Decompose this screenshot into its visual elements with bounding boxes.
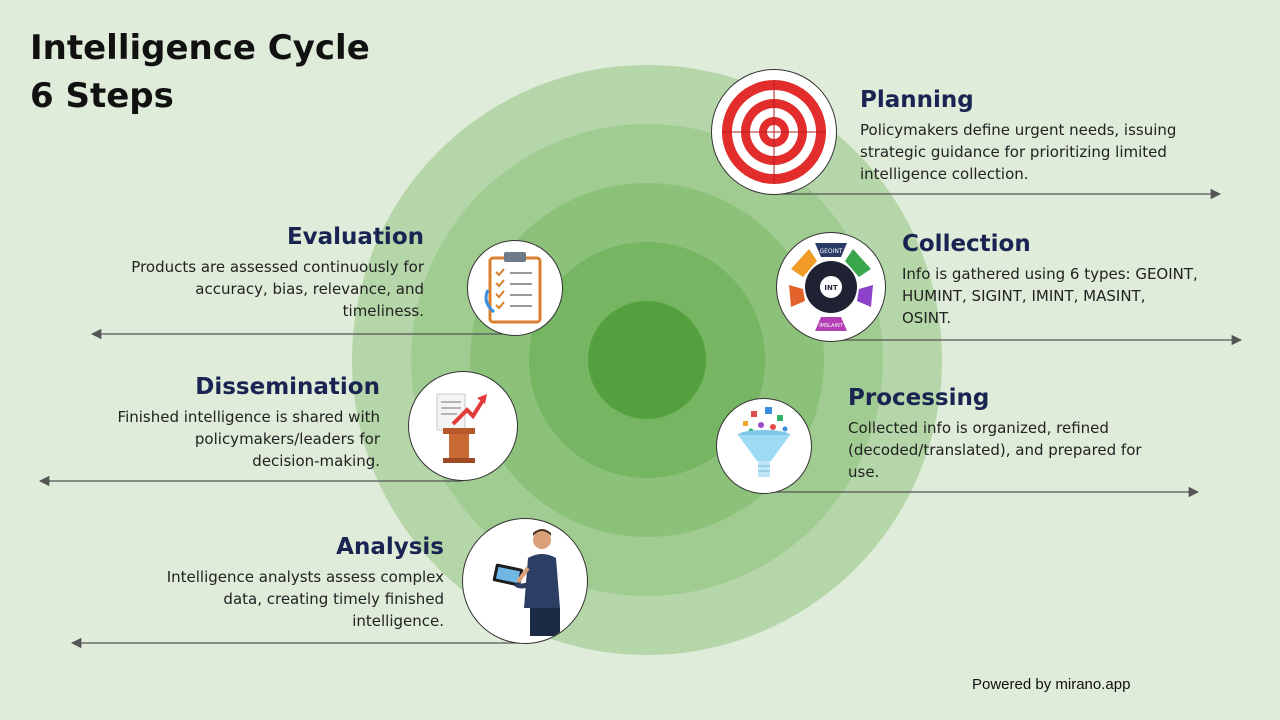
step-processing: Processing Collected info is organized, … <box>848 383 1218 483</box>
data-funnel-icon <box>738 407 790 477</box>
page-title: Intelligence Cycle 6 Steps <box>30 24 370 120</box>
analysis-icon-circle <box>462 518 588 644</box>
step-analysis-title: Analysis <box>336 534 444 560</box>
ring-core <box>588 301 706 419</box>
step-processing-title: Processing <box>848 385 990 411</box>
step-dissemination: Dissemination Finished intelligence is s… <box>30 372 380 472</box>
step-collection-title: Collection <box>902 231 1031 257</box>
target-icon <box>722 80 826 184</box>
wheel-label-top: GEOINT <box>819 248 842 255</box>
step-planning: Planning Policymakers define urgent need… <box>860 85 1260 185</box>
evaluation-icon-circle <box>467 240 563 336</box>
analyst-with-tablet-icon <box>492 529 560 636</box>
step-collection: Collection Info is gathered using 6 type… <box>902 229 1272 329</box>
title-line-2: 6 Steps <box>30 76 174 116</box>
step-planning-description: Policymakers define urgent needs, issuin… <box>860 121 1177 183</box>
step-evaluation-description: Products are assessed continuously for a… <box>131 258 424 320</box>
collection-icon-circle: GEOINT INT IMSLAINT <box>776 232 886 342</box>
title-line-1: Intelligence Cycle <box>30 28 370 68</box>
step-planning-title: Planning <box>860 87 974 113</box>
wheel-label-center: INT <box>824 284 837 292</box>
step-dissemination-title: Dissemination <box>195 374 380 400</box>
planning-icon-circle <box>711 69 837 195</box>
intelligence-types-wheel-icon: GEOINT INT IMSLAINT <box>789 243 873 331</box>
podium-report-icon <box>436 393 487 463</box>
step-evaluation: Evaluation Products are assessed continu… <box>60 222 424 322</box>
step-analysis-description: Intelligence analysts assess complex dat… <box>166 568 444 630</box>
dissemination-icon-circle <box>408 371 518 481</box>
step-processing-description: Collected info is organized, refined (de… <box>848 419 1142 481</box>
step-collection-description: Info is gathered using 6 types: GEOINT, … <box>902 265 1198 327</box>
checklist-clipboard-icon <box>484 252 542 324</box>
wheel-label-bottom: IMSLAINT <box>819 323 843 329</box>
step-evaluation-title: Evaluation <box>286 224 424 250</box>
step-analysis: Analysis Intelligence analysts assess co… <box>84 532 444 632</box>
footer-credit: Powered by mirano.app <box>972 676 1131 693</box>
step-dissemination-description: Finished intelligence is shared with pol… <box>117 408 380 470</box>
processing-icon-circle <box>716 398 812 494</box>
